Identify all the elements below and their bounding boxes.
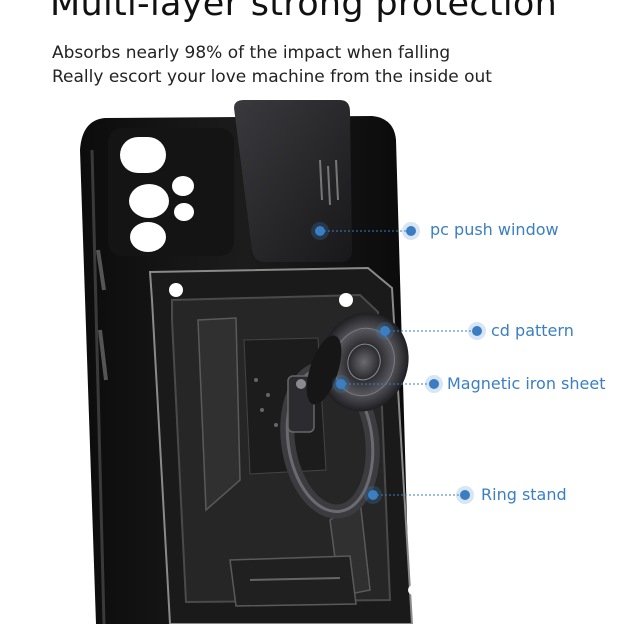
page-title: Multi-layer strong protection [50, 0, 558, 24]
camera-module [108, 128, 234, 256]
callout-cd-pattern: cd pattern [491, 321, 574, 340]
callout-magnetic-iron-sheet: Magnetic iron sheet [447, 374, 606, 393]
callout-dot [315, 226, 325, 236]
callout-leaders [311, 222, 486, 504]
subtitle-line-1: Absorbs nearly 98% of the impact when fa… [52, 43, 451, 63]
callout-pc-push-window: pc push window [430, 220, 559, 239]
pc-push-window [234, 100, 352, 262]
subtitle-line-2: Really escort your love machine from the… [52, 67, 492, 87]
callout-ring-stand: Ring stand [481, 485, 567, 504]
